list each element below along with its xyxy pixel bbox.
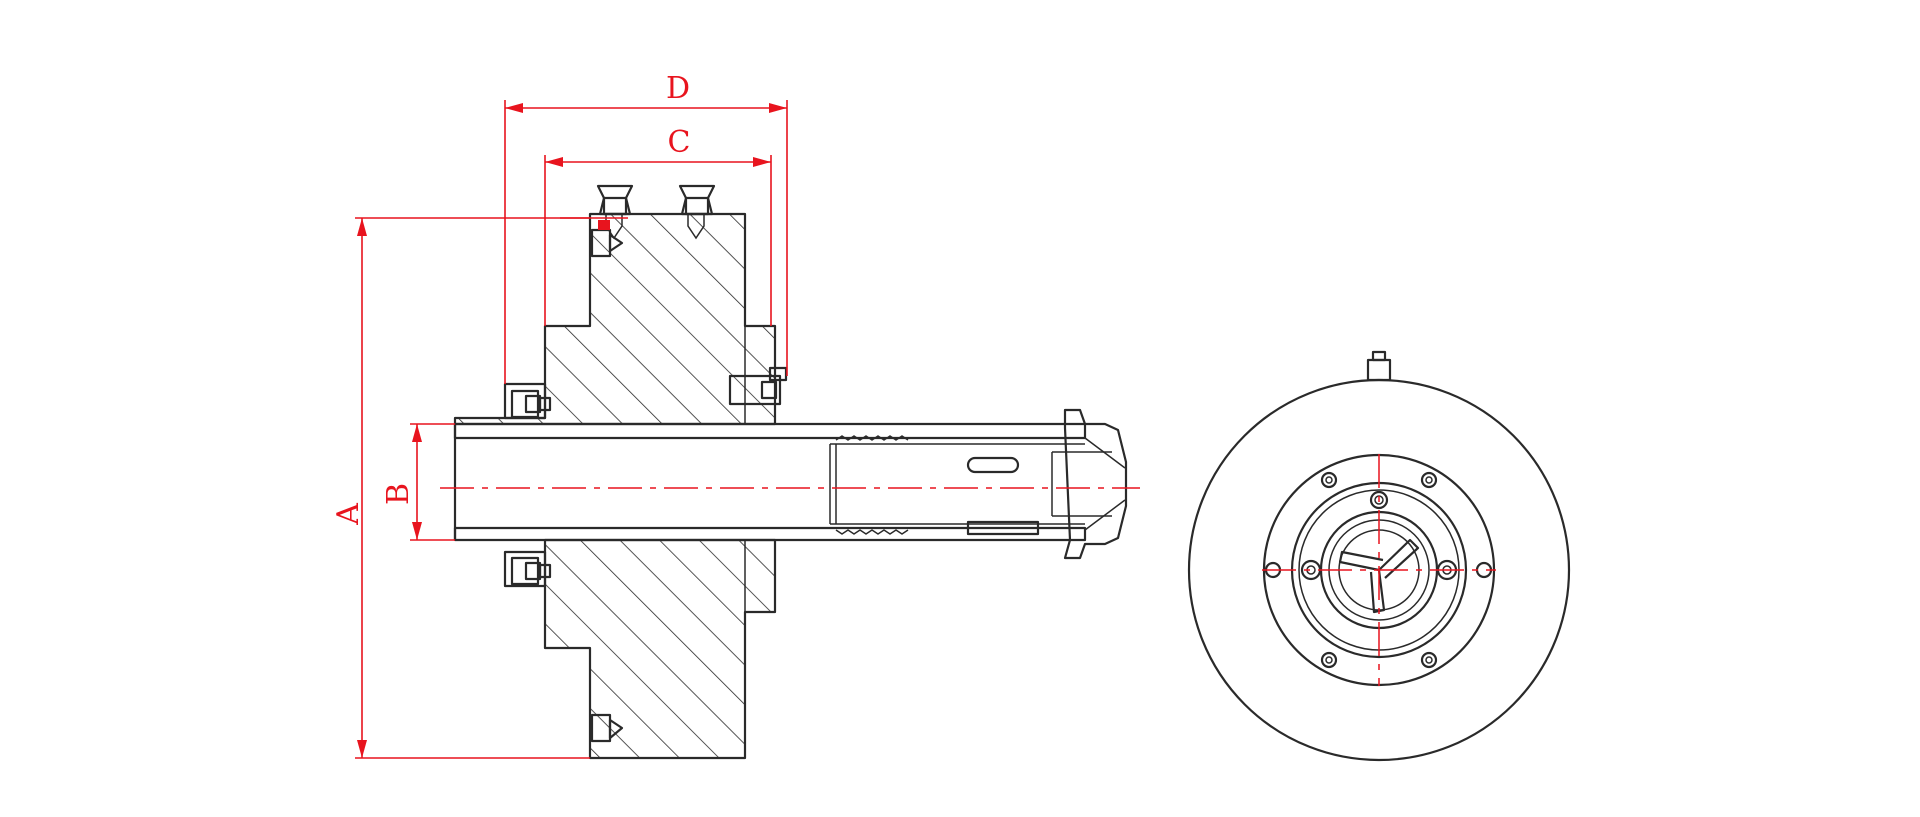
side-section-view: A B C D bbox=[331, 71, 1140, 760]
dimension-c: C bbox=[544, 125, 772, 326]
air-fitting-2 bbox=[678, 184, 716, 240]
bolt-lower bbox=[510, 556, 552, 586]
dimension-a-label: A bbox=[331, 503, 366, 526]
bolt-upper bbox=[510, 389, 552, 419]
dimension-b: B bbox=[381, 423, 455, 541]
dimension-c-label: C bbox=[668, 125, 691, 160]
dimension-a: A bbox=[331, 217, 590, 759]
front-view bbox=[1187, 350, 1571, 762]
dimension-d-label: D bbox=[666, 71, 690, 106]
dimension-b-label: B bbox=[381, 483, 416, 505]
spindle-tube bbox=[453, 422, 1087, 542]
dimension-d: D bbox=[504, 71, 788, 384]
front-air-fitting bbox=[1366, 350, 1392, 382]
collet-head bbox=[1051, 408, 1128, 560]
set-screw-right bbox=[728, 366, 788, 406]
bolt-bottom bbox=[590, 713, 624, 743]
housing-section bbox=[453, 212, 777, 760]
